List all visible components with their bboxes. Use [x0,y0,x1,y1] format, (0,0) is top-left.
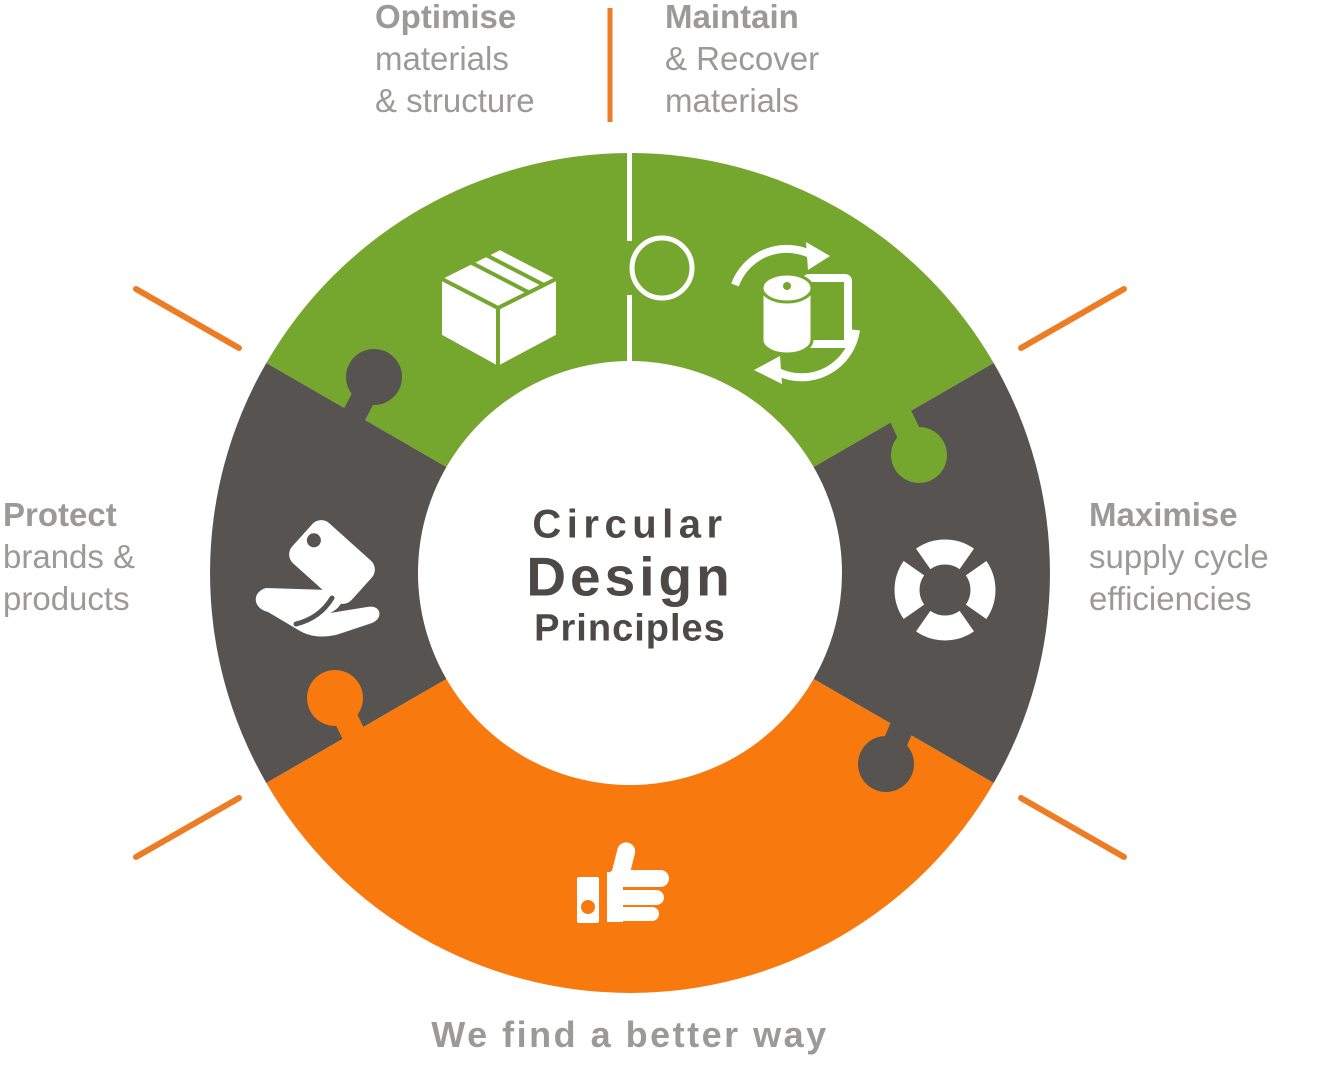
segment-we-find-a-better-way [266,679,994,993]
divider-knob-outline [629,235,695,301]
label-line: supply cycle [1089,538,1269,575]
title-line-principles: Principles [534,607,726,650]
puzzle-knob [891,427,947,483]
arrowhead [806,242,830,270]
tick-upper-right [1018,286,1127,351]
roll-core-dot [783,282,791,290]
packaging-box-icon [438,246,560,370]
finger-bar [607,890,664,905]
top-puzzle-divider [627,153,695,361]
puzzle-knob-green-into-gray [890,407,947,483]
label-title: Maintain [665,0,799,35]
puzzle-knob-gray-into-green [340,349,402,431]
supply-cycle-icon [894,539,996,641]
label-line: materials [375,40,509,77]
arrowhead [754,356,782,384]
label-title: Maximise [1089,496,1238,533]
label-line: brands & [3,538,136,575]
title-line-circular: Circular [532,502,728,547]
tick-upper-left [133,286,242,351]
tag-hole [306,533,321,548]
label-line: products [3,580,130,617]
cycle-arc [965,561,996,619]
box-tape-line [485,253,545,287]
puzzle-knob [858,736,914,792]
finger-line [293,595,335,627]
diagram-title: Circular Design Principles [526,503,733,652]
puzzle-knob-orange-into-gray [307,670,365,745]
cycle-arc [894,561,925,619]
label-protect-brands: Protect brands & products [3,494,135,620]
thumbs-up-icon [577,842,669,923]
finger-bar [607,907,659,921]
cycle-arc [916,539,974,570]
cuff-dot [581,900,595,914]
segment-divider-ticks [133,286,1127,860]
label-title: Protect [3,496,117,533]
label-maintain-recover: Maintain & Recover materials [665,0,819,122]
label-optimise-materials: Optimise materials & structure [375,0,535,122]
puzzle-knob-gray-into-orange [858,717,914,792]
cycle-arc [916,610,974,641]
recycle-arrow-bottom [776,329,860,382]
title-line-design: Design [526,545,734,608]
recycle-roll-icon [731,242,860,384]
label-line: efficiencies [1089,580,1252,617]
label-line: & Recover [665,40,820,77]
label-maximise-supply: Maximise supply cycle efficiencies [1089,494,1269,620]
tick-lower-left [133,795,242,860]
hand-tag-icon [255,520,380,637]
tick-lower-right [1018,795,1127,860]
thumb [611,842,636,884]
recycle-arrow-top [731,244,814,287]
tagline: We find a better way [431,1014,829,1055]
puzzle-knob [346,349,402,405]
puzzle-knob [307,670,363,726]
label-line: materials [665,82,799,119]
box-side-face [496,276,560,370]
label-title: Optimise [375,0,517,35]
segment-maximise-supply-cycle [813,363,1050,783]
label-line: & structure [375,82,535,119]
box-tape-line [469,260,529,294]
price-tag [289,520,375,604]
